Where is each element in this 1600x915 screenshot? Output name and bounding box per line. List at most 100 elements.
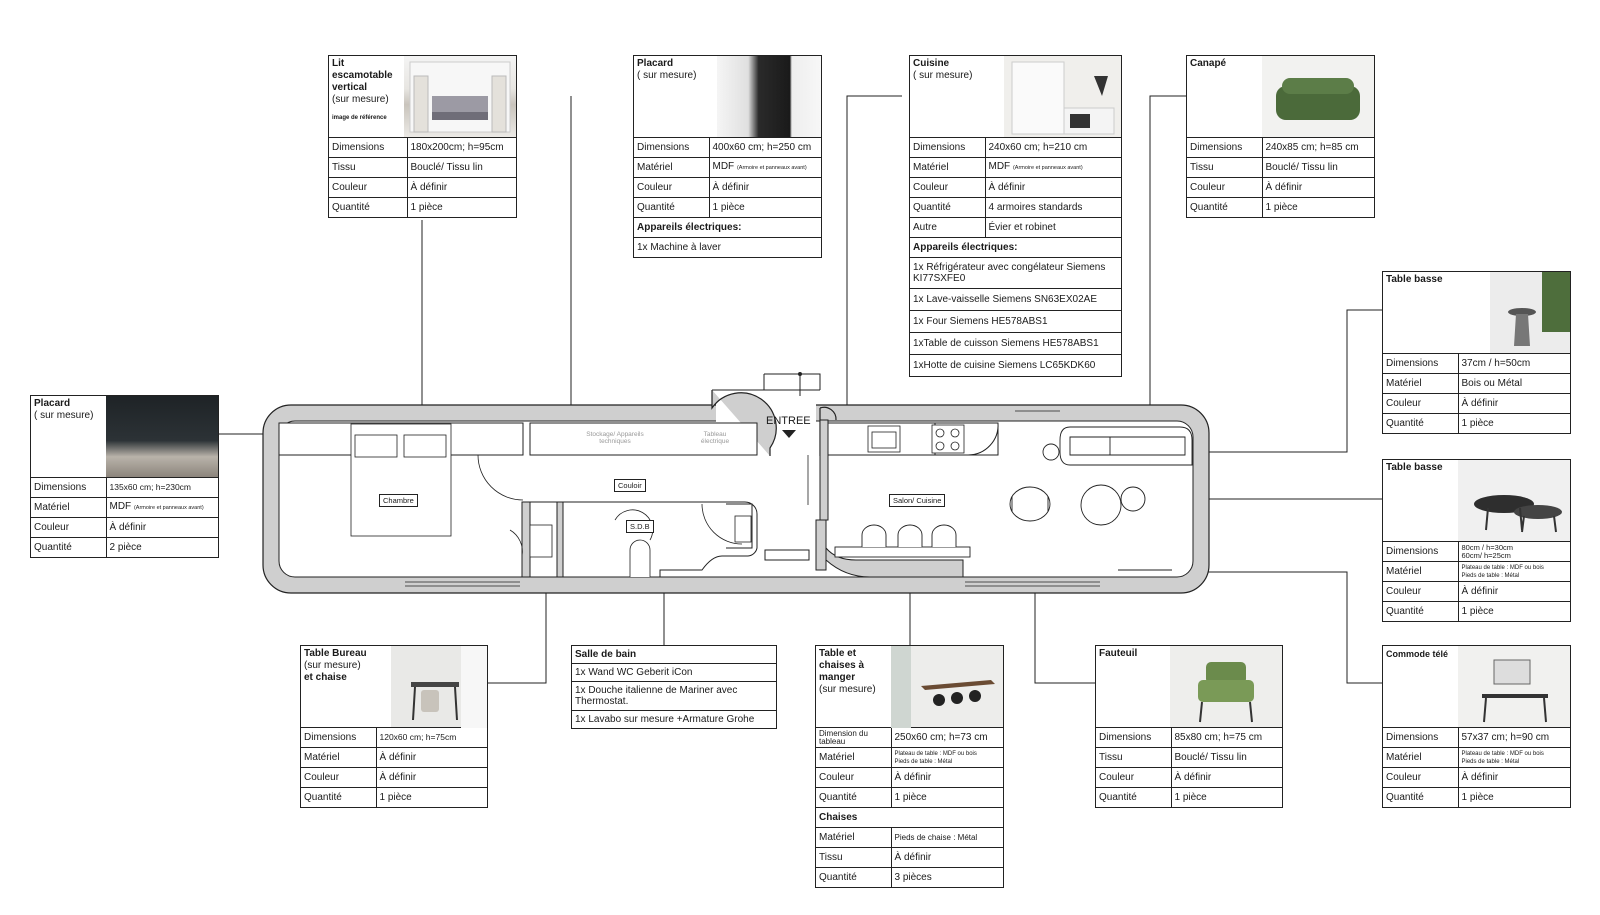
entrance-arrow-icon <box>782 430 796 438</box>
spec-value: À définir <box>1458 393 1570 414</box>
spec-value: Bois ou Métal <box>1458 373 1570 394</box>
card-subtitle: (sur mesure) <box>304 660 361 671</box>
spec-key: Dimensions <box>31 478 107 498</box>
spec-value: 400x60 cm; h=250 cm <box>712 142 812 153</box>
bed <box>350 423 452 537</box>
spec-value: 4 armoires standards <box>985 197 1121 218</box>
spec-key: Dimensions <box>634 138 710 158</box>
list-item: 1xHotte de cuisine Siemens LC65KDK60 <box>910 354 1121 376</box>
spec-value: 120x60 cm; h=75cm <box>379 732 457 742</box>
spec-key: Quantité <box>1383 787 1459 807</box>
spec-key: Tissu <box>329 157 408 178</box>
spec-key: Quantité <box>1383 601 1459 621</box>
spec-value: À définir <box>1262 177 1374 198</box>
spec-key: Quantité <box>329 197 408 217</box>
spec-value: 57x37 cm; h=90 cm <box>1461 732 1550 743</box>
card-title: Cuisine <box>913 58 950 69</box>
spec-value-note: (Armoire et panneaux avant) <box>1012 165 1083 171</box>
spec-key: Dimensions <box>329 138 408 158</box>
list-item: 1x Four Siemens HE578ABS1 <box>910 310 1121 333</box>
spec-key: Matériel <box>31 497 107 518</box>
spec-key: Quantité <box>816 787 892 808</box>
section-title: Appareils électriques: <box>634 217 821 238</box>
spec-value-note: (Armoire et panneaux avant) <box>736 165 807 171</box>
photo-kitchen <box>1004 56 1121 137</box>
spec-key: Dimensions <box>301 728 377 748</box>
spec-value: Bouclé/ Tissu lin <box>407 157 516 178</box>
spec-value: À définir <box>1458 767 1570 788</box>
spec-value: Plateau de table : MDF ou bois Pieds de … <box>1458 561 1570 582</box>
spec-value: 3 pièces <box>891 867 1003 887</box>
section-title: Chaises <box>816 807 1003 828</box>
room-label-chambre: Chambre <box>379 494 418 507</box>
spec-key: Tissu <box>816 847 892 868</box>
photo-sofa <box>1262 56 1374 137</box>
spec-value: À définir <box>891 847 1003 868</box>
spec-value: À définir <box>985 177 1121 198</box>
spec-value: À définir <box>407 177 516 198</box>
spec-value: Pieds de chaise : Métal <box>891 827 1003 848</box>
spec-value: 1 pièce <box>1262 197 1374 217</box>
spec-value: À définir <box>376 767 487 788</box>
spec-key: Couleur <box>634 177 710 198</box>
spec-key: Couleur <box>31 517 107 538</box>
spec-key: Tissu <box>1187 157 1263 178</box>
card-subtitle: (sur mesure) <box>819 684 876 695</box>
list-item: 1x Réfrigérateur avec congélateur Siemen… <box>910 257 1121 289</box>
spec-key: Dimensions <box>1096 728 1172 748</box>
spec-key: Matériel <box>1383 747 1459 768</box>
spec-value: 37cm / h=50cm <box>1461 358 1531 369</box>
living-furniture <box>834 426 1193 571</box>
card-title: Commode télé <box>1386 649 1449 659</box>
entrance-label: ENTREE <box>766 415 811 427</box>
spec-key: Couleur <box>910 177 986 198</box>
spec-key: Matériel <box>301 747 377 768</box>
card-subtitle: ( sur mesure) <box>913 70 973 81</box>
photo-placard <box>717 56 821 137</box>
spec-key: Couleur <box>1096 767 1172 788</box>
spec-key: Tissu <box>1096 747 1172 768</box>
spec-key: Couleur <box>816 767 892 788</box>
card-title: Fauteuil <box>1099 648 1138 659</box>
spec-value: 1 pièce <box>1171 787 1282 807</box>
photo-dining-table <box>891 646 1003 728</box>
spec-value: 1 pièce <box>891 787 1003 808</box>
spec-key: Quantité <box>1383 413 1459 433</box>
spec-value: 1 pièce <box>407 197 516 217</box>
room-label-salon: Salon/ Cuisine <box>889 494 946 507</box>
spec-value: 80cm / h=30cm 60cm/ h=25cm <box>1461 542 1513 560</box>
spec-value: MDF <box>109 501 132 512</box>
spec-value: Plateau de table : MDF ou bois Pieds de … <box>891 747 1003 768</box>
windows <box>405 410 1100 587</box>
spec-key: Matériel <box>1383 373 1459 394</box>
spec-value: 240x85 cm; h=85 cm <box>1265 142 1359 153</box>
card-title: Canapé <box>1190 58 1227 69</box>
list-item: 1x Douche italienne de Mariner avec Ther… <box>572 681 776 710</box>
list-item: 1xTable de cuisson Siemens HE578ABS1 <box>910 332 1121 355</box>
card-title: Table et chaises à manger <box>819 648 865 683</box>
spec-value: Plateau de table : MDF ou bois Pieds de … <box>1458 747 1570 768</box>
photo-murphy-bed <box>404 56 516 137</box>
spec-value: Bouclé/ Tissu lin <box>1262 157 1374 178</box>
section-title: Appareils électriques: <box>910 237 1121 258</box>
spec-value: 180x200cm; h=95cm <box>410 142 504 153</box>
spec-key: Matériel <box>910 157 986 178</box>
spec-value: À définir <box>1458 581 1570 602</box>
spec-value-note: (Armoire et panneaux avant) <box>133 505 204 511</box>
spec-key: Quantité <box>301 787 377 807</box>
label-stockage: Stockage/ Appareils techniques <box>586 431 644 445</box>
